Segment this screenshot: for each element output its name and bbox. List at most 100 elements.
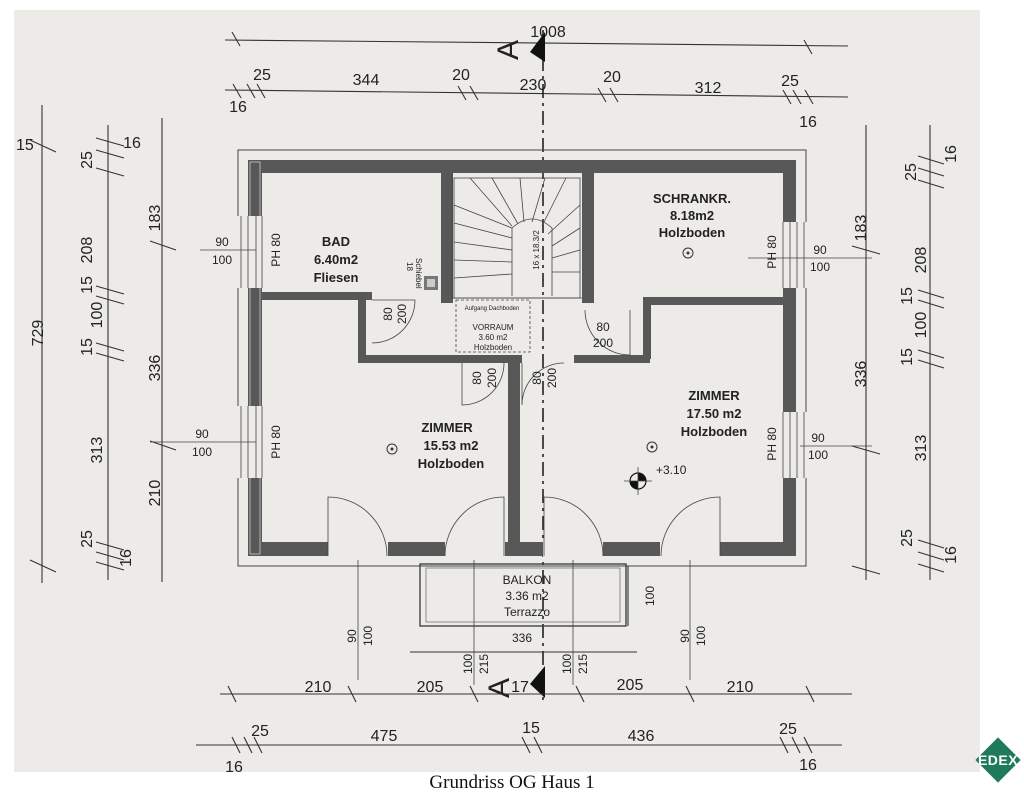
window-schrank: 90 100 PH 80	[748, 235, 872, 274]
dim-right-inner-8: 25	[899, 529, 916, 547]
section-marker-bottom: A	[483, 678, 516, 698]
svg-text:200: 200	[545, 368, 559, 388]
svg-text:100: 100	[192, 445, 212, 459]
dim-bottom2-4: 436	[628, 728, 655, 745]
svg-text:200: 200	[593, 336, 613, 350]
dim-right-outer-1: 183	[853, 215, 870, 242]
svg-text:90: 90	[813, 243, 827, 257]
dim-left-inner-6: 15	[79, 338, 96, 356]
dim-bottom1-4: 205	[617, 677, 644, 694]
balkon-side: 100	[643, 586, 657, 606]
schiebel-size: 18	[405, 262, 414, 271]
dim-right-inner-4: 15	[899, 287, 916, 305]
bad-name: BAD	[322, 234, 350, 249]
room-schrank: SCHRANKR. 8.18m2 Holzboden	[653, 191, 731, 259]
dim-top-left-small: 15	[16, 137, 34, 154]
dim-bottom1-1: 210	[305, 679, 332, 696]
dim-bottom2-1: 25	[251, 723, 269, 740]
logo-text: EDEX	[977, 752, 1019, 768]
dim-top-small-right: 16	[799, 114, 817, 131]
dim-left-outer-2: 336	[147, 355, 164, 382]
svg-text:200: 200	[485, 368, 499, 388]
room-balkon: BALKON 3.36 m2 Terrazzo	[503, 573, 552, 619]
svg-text:200: 200	[395, 304, 409, 324]
dim-right-inner-9: 16	[943, 546, 960, 564]
dim-top-total: 1008	[530, 24, 566, 41]
room-zimmer-left: ZIMMER 15.53 m2 Holzboden	[386, 420, 484, 471]
schrank-floor: Holzboden	[659, 225, 725, 240]
dim-bottom2-3: 15	[522, 720, 540, 737]
zimmer-left-area: 15.53 m2	[424, 438, 479, 453]
svg-text:PH 80: PH 80	[765, 235, 779, 269]
window-bad: 90 100 PH 80	[200, 233, 283, 267]
svg-text:100: 100	[560, 654, 574, 674]
room-vorraum: Aufgang Dachboden VORRAUM 3.60 m2 Holzbo…	[465, 306, 520, 352]
schiebel: Schiebel 18	[405, 258, 438, 290]
svg-text:90: 90	[195, 427, 209, 441]
dim-left-inner-7: 313	[89, 437, 106, 464]
edex-logo: EDEX	[975, 737, 1021, 783]
level-mark: +3.10	[624, 463, 687, 495]
paper-background	[14, 10, 980, 772]
svg-text:215: 215	[576, 654, 590, 674]
dim-top-7: 25	[781, 73, 799, 90]
dim-bottom1-5: 210	[727, 679, 754, 696]
room-zimmer-right: ZIMMER 17.50 m2 Holzboden	[646, 388, 747, 453]
bad-floor: Fliesen	[314, 270, 359, 285]
dim-bottom1-2: 205	[417, 679, 444, 696]
svg-text:80: 80	[470, 371, 484, 385]
dim-bottom2-small-right: 16	[799, 757, 817, 774]
dim-left-total: 729	[30, 320, 47, 347]
dim-right-inner-5: 100	[913, 312, 930, 339]
svg-text:100: 100	[810, 260, 830, 274]
svg-text:215: 215	[477, 654, 491, 674]
zimmer-right-name: ZIMMER	[688, 388, 740, 403]
zimmer-right-area: 17.50 m2	[687, 406, 742, 421]
svg-text:100: 100	[361, 626, 375, 646]
svg-text:80: 80	[530, 371, 544, 385]
svg-text:PH 80: PH 80	[269, 233, 283, 267]
dim-top-1: 25	[253, 67, 271, 84]
vorraum-floor: Holzboden	[474, 343, 512, 352]
dim-left-inner-8: 25	[79, 530, 96, 548]
window-bottom-left: 90 100	[345, 560, 375, 680]
dim-right-outer-2: 336	[853, 361, 870, 388]
svg-text:90: 90	[345, 629, 359, 643]
dim-right-inner-7: 313	[913, 435, 930, 462]
left-dimensions: 729 15 183 336 210 25 16 208 15 100 15 3…	[16, 105, 177, 583]
plan-caption: Grundriss OG Haus 1	[429, 772, 595, 793]
window-zimmer-left: 90 100 PH 80	[150, 425, 283, 459]
level-mark-label: +3.10	[656, 463, 687, 477]
dim-top-4: 230	[520, 77, 547, 94]
dim-right-inner-2: 16	[943, 145, 960, 163]
dim-left-outer-3: 210	[147, 480, 164, 507]
dim-top-3: 20	[452, 67, 470, 84]
balkon-doors-labels: 100 215 100 215 336 100	[461, 560, 657, 685]
dim-left-outer-1: 183	[147, 205, 164, 232]
dim-left-inner-4: 15	[79, 276, 96, 294]
dim-left-inner-9: 16	[118, 549, 135, 567]
dim-bottom2-5: 25	[779, 721, 797, 738]
svg-text:80: 80	[596, 320, 610, 334]
stair-label: 16 x 18.3/2	[532, 230, 541, 270]
dim-bottom1-3: 17	[511, 679, 529, 696]
section-marker-top: A	[492, 40, 525, 60]
svg-text:PH 80: PH 80	[269, 425, 283, 459]
dim-top-small-left: 16	[229, 99, 247, 116]
dim-left-inner-1: 25	[79, 151, 96, 169]
right-dimensions: 183 336 25 16 208 15 100 15 313 25 16	[851, 125, 960, 580]
dim-right-inner-3: 208	[913, 247, 930, 274]
window-zimmer-right: 90 100 PH 80	[765, 427, 872, 462]
svg-text:100: 100	[461, 654, 475, 674]
balkon-name: BALKON	[503, 573, 552, 587]
dim-bottom2-small-left: 16	[225, 759, 243, 776]
dim-right-inner-1: 25	[903, 163, 920, 181]
top-dimensions: 1008 25 344 20 230 20 312 25 16 16	[224, 24, 849, 131]
svg-text:100: 100	[212, 253, 232, 267]
schiebel-label: Schiebel	[414, 258, 423, 289]
dim-left-inner-5: 100	[89, 302, 106, 329]
zimmer-left-name: ZIMMER	[421, 420, 473, 435]
zimmer-left-floor: Holzboden	[418, 456, 484, 471]
staircase	[453, 177, 581, 353]
vorraum-name: VORRAUM	[473, 323, 514, 332]
